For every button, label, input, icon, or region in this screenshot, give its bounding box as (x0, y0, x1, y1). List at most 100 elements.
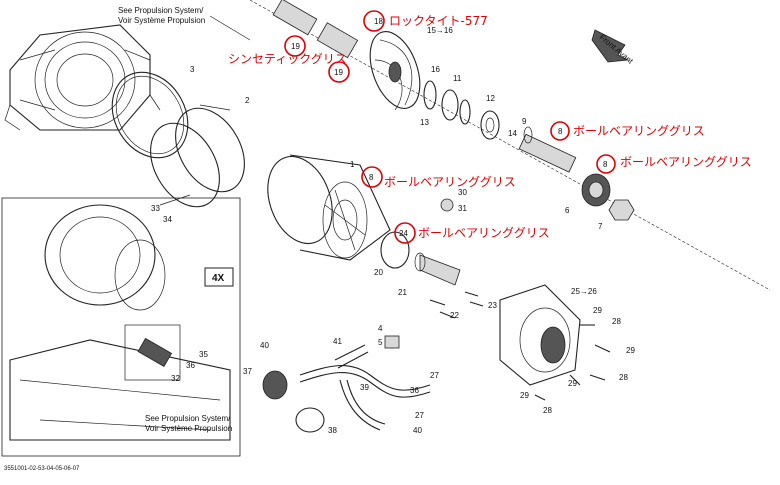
part-num-2: 2 (245, 96, 250, 105)
annotation-synthetic: 19 シンセティックグリス (228, 35, 347, 66)
part-num-6: 6 (565, 206, 570, 215)
part-numbers: 3 2 1 15→16 16 11 12 13 14 9 6 7 30 31 2… (151, 26, 635, 435)
top-reference-line2: Voir Système Propulsion (118, 16, 205, 25)
part-num-40b: 40 (413, 426, 422, 435)
part-num-29b: 29 (626, 346, 635, 355)
part-num-36b: 36 (186, 361, 195, 370)
annotation-bearing-1: 8 ボールベアリンググリス (550, 121, 705, 141)
hose-39 (299, 364, 431, 431)
bolts-right (534, 324, 611, 401)
part-num-5: 5 (378, 338, 383, 347)
annotation-bearing-1-label: ボールベアリンググリス (573, 124, 705, 138)
part-num-36: 36 (410, 386, 419, 395)
part-num-33: 33 (151, 204, 160, 213)
annotation-bearing-1-circle (550, 121, 570, 141)
part-num-27a: 27 (430, 371, 439, 380)
annotation-bearing-3-badge: 8 (369, 173, 374, 182)
annotation-bearing-3: 8 ボールベアリンググリス (361, 166, 516, 189)
multiplier-box (204, 267, 234, 287)
part-num-32: 32 (171, 374, 180, 383)
part-num-35: 35 (199, 350, 208, 359)
top-reference-line1: See Propulsion System/ (118, 6, 204, 15)
part-num-11: 11 (453, 74, 462, 83)
top-reference-note: See Propulsion System/ Voir Système Prop… (118, 6, 251, 41)
part-nut-7 (608, 199, 635, 221)
part-num-7: 7 (598, 222, 603, 231)
part-rings-16-11-12 (423, 80, 500, 140)
annotation-bearing-2-badge: 8 (603, 160, 608, 169)
venturi-25 (499, 284, 581, 386)
annotation-bearing-2: 8 ボールベアリンググリス (596, 154, 752, 174)
part-num-20: 20 (374, 268, 383, 277)
part-4-fitting (384, 335, 400, 349)
annotation-loctite-circle (363, 10, 385, 32)
annotation-bearing-3-label: ボールベアリンググリス (384, 175, 516, 189)
annotation-loctite-label: ロックタイト-577 (389, 14, 488, 28)
annotation-synthetic-2-circle (328, 61, 350, 83)
bottom-reference-line2: Voir Système Propulsion (145, 424, 232, 433)
part-cap-6 (581, 173, 611, 207)
part-cone-21 (414, 252, 461, 286)
part-num-29c: 29 (568, 379, 577, 388)
part-num-22: 22 (450, 311, 459, 320)
annotation-synthetic-badge: 19 (291, 42, 300, 51)
bottom-reference-line1: See Propulsion System/ (145, 414, 231, 423)
part-num-29d: 29 (520, 391, 529, 400)
inset-box: 4X (1, 197, 241, 457)
pump-housing-1 (267, 154, 391, 261)
part-num-21: 21 (398, 288, 407, 297)
part-num-39: 39 (360, 383, 369, 392)
part-num-28c: 28 (543, 406, 552, 415)
part-num-27b: 27 (415, 411, 424, 420)
diagram-code: 3551001-02-53-04-05-06-07 (4, 466, 80, 472)
part-num-40a: 40 (260, 341, 269, 350)
annotation-bearing-4-badge: 24 (399, 229, 408, 238)
part-num-12: 12 (486, 94, 495, 103)
annotation-synthetic-2-badge: 19 (334, 68, 343, 77)
part-num-15-16: 15→16 (427, 26, 453, 35)
part-num-31: 31 (458, 204, 467, 213)
part-num-23: 23 (488, 301, 497, 310)
annotation-bearing-1-badge: 8 (558, 127, 563, 136)
part-num-30: 30 (458, 188, 467, 197)
part-38-ring (295, 407, 325, 433)
part-num-14: 14 (508, 129, 517, 138)
part-num-4: 4 (378, 324, 383, 333)
annotation-loctite-badge: 18 (374, 17, 383, 26)
annotation-loctite: 18 ロックタイト-577 (363, 10, 488, 32)
part-wear-ring-2 (150, 104, 245, 208)
annotation-synthetic-2: 19 (328, 61, 350, 83)
part-num-16: 16 (431, 65, 440, 74)
part-num-28b: 28 (619, 373, 628, 382)
bolts-22-23 (429, 291, 484, 319)
part-37-flange (262, 370, 288, 400)
part-num-3: 3 (190, 65, 195, 74)
part-pin-30 (440, 198, 454, 212)
part-num-25-26: 25→26 (571, 287, 597, 296)
annotation-bearing-2-circle (596, 154, 616, 174)
top-reference-leader (209, 15, 251, 41)
hose-41 (334, 344, 369, 369)
drive-shaft-top (272, 0, 359, 59)
shaft-14 (518, 126, 577, 173)
part-num-34: 34 (163, 215, 172, 224)
front-arrow: Front Avant (591, 29, 635, 66)
part-num-9: 9 (522, 117, 527, 126)
part-num-1: 1 (350, 160, 355, 169)
bottom-reference-note: See Propulsion System/ Voir Système Prop… (145, 414, 232, 433)
pump-housing-top-left (4, 24, 161, 131)
annotation-bearing-4-label: ボールベアリンググリス (418, 226, 550, 240)
annotation-bearing-4: 24 ボールベアリンググリス (394, 222, 550, 244)
impeller-15 (369, 31, 421, 111)
annotation-bearing-3-circle (361, 166, 383, 188)
multiplier-label: 4X (212, 273, 225, 284)
part-num-37: 37 (243, 367, 252, 376)
axis-line (249, 0, 771, 291)
part-num-38: 38 (328, 426, 337, 435)
annotation-bearing-4-circle (394, 222, 416, 244)
part-num-41: 41 (333, 337, 342, 346)
annotation-synthetic-label: シンセティックグリス (228, 52, 347, 66)
annotation-synthetic-circle (284, 35, 306, 57)
part-num-13: 13 (420, 118, 429, 127)
